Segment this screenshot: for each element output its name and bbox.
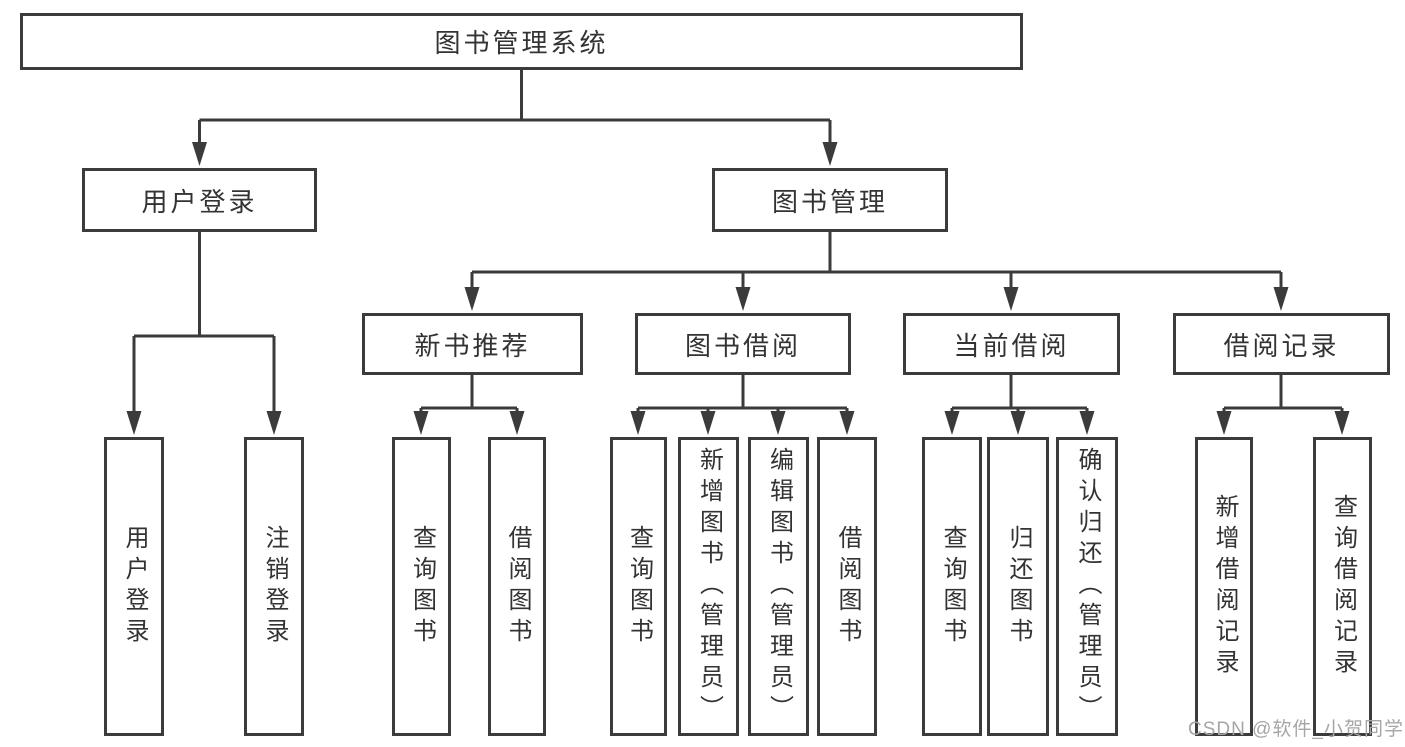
node-book-borrow: 图书借阅 xyxy=(635,313,851,375)
arrowhead-icon xyxy=(509,411,525,435)
leaf-query-books: 查询图书 xyxy=(922,437,982,736)
leaf-logout: 注销登录 xyxy=(244,437,304,736)
csdn-watermark: CSDN @软件_小贺同学 xyxy=(1188,719,1404,740)
arrowhead-icon xyxy=(1334,411,1350,435)
node-new-book-recommend: 新书推荐 xyxy=(362,313,583,375)
leaf-add-borrow-record: 新增借阅记录 xyxy=(1195,437,1253,736)
leaf-edit-book-admin: 编辑图书（管理员） xyxy=(748,437,809,736)
node-root-system: 图书管理系统 xyxy=(20,13,1023,70)
arrowhead-icon xyxy=(413,411,429,435)
node-user-login: 用户登录 xyxy=(82,168,317,232)
leaf-query-books: 查询图书 xyxy=(392,437,451,736)
arrowhead-icon xyxy=(1079,411,1095,435)
arrowhead-icon xyxy=(1216,411,1232,435)
arrowhead-icon xyxy=(735,287,751,311)
arrowhead-icon xyxy=(464,287,480,311)
leaf-borrow-books: 借阅图书 xyxy=(817,437,877,736)
arrowhead-icon xyxy=(630,411,646,435)
arrowhead-icon xyxy=(700,411,716,435)
node-current-borrow: 当前借阅 xyxy=(903,313,1120,375)
arrowhead-icon xyxy=(266,411,282,435)
arrowhead-icon xyxy=(126,411,142,435)
leaf-return-books: 归还图书 xyxy=(987,437,1049,736)
node-book-management: 图书管理 xyxy=(712,168,948,232)
arrowhead-icon xyxy=(822,142,838,166)
arrowhead-icon xyxy=(770,411,786,435)
arrowhead-icon xyxy=(1003,287,1019,311)
leaf-add-book-admin: 新增图书（管理员） xyxy=(678,437,739,736)
node-borrow-records: 借阅记录 xyxy=(1173,313,1390,375)
arrowhead-icon xyxy=(192,142,207,166)
leaf-user-login: 用户登录 xyxy=(104,437,164,736)
arrowhead-icon xyxy=(839,411,855,435)
arrowhead-icon xyxy=(1010,411,1026,435)
leaf-borrow-books: 借阅图书 xyxy=(488,437,546,736)
leaf-query-books: 查询图书 xyxy=(610,437,667,736)
arrowhead-icon xyxy=(1273,287,1289,311)
leaf-confirm-return-admin: 确认归还（管理员） xyxy=(1056,437,1118,736)
arrowhead-icon xyxy=(944,411,960,435)
leaf-query-borrow-record: 查询借阅记录 xyxy=(1313,437,1372,736)
